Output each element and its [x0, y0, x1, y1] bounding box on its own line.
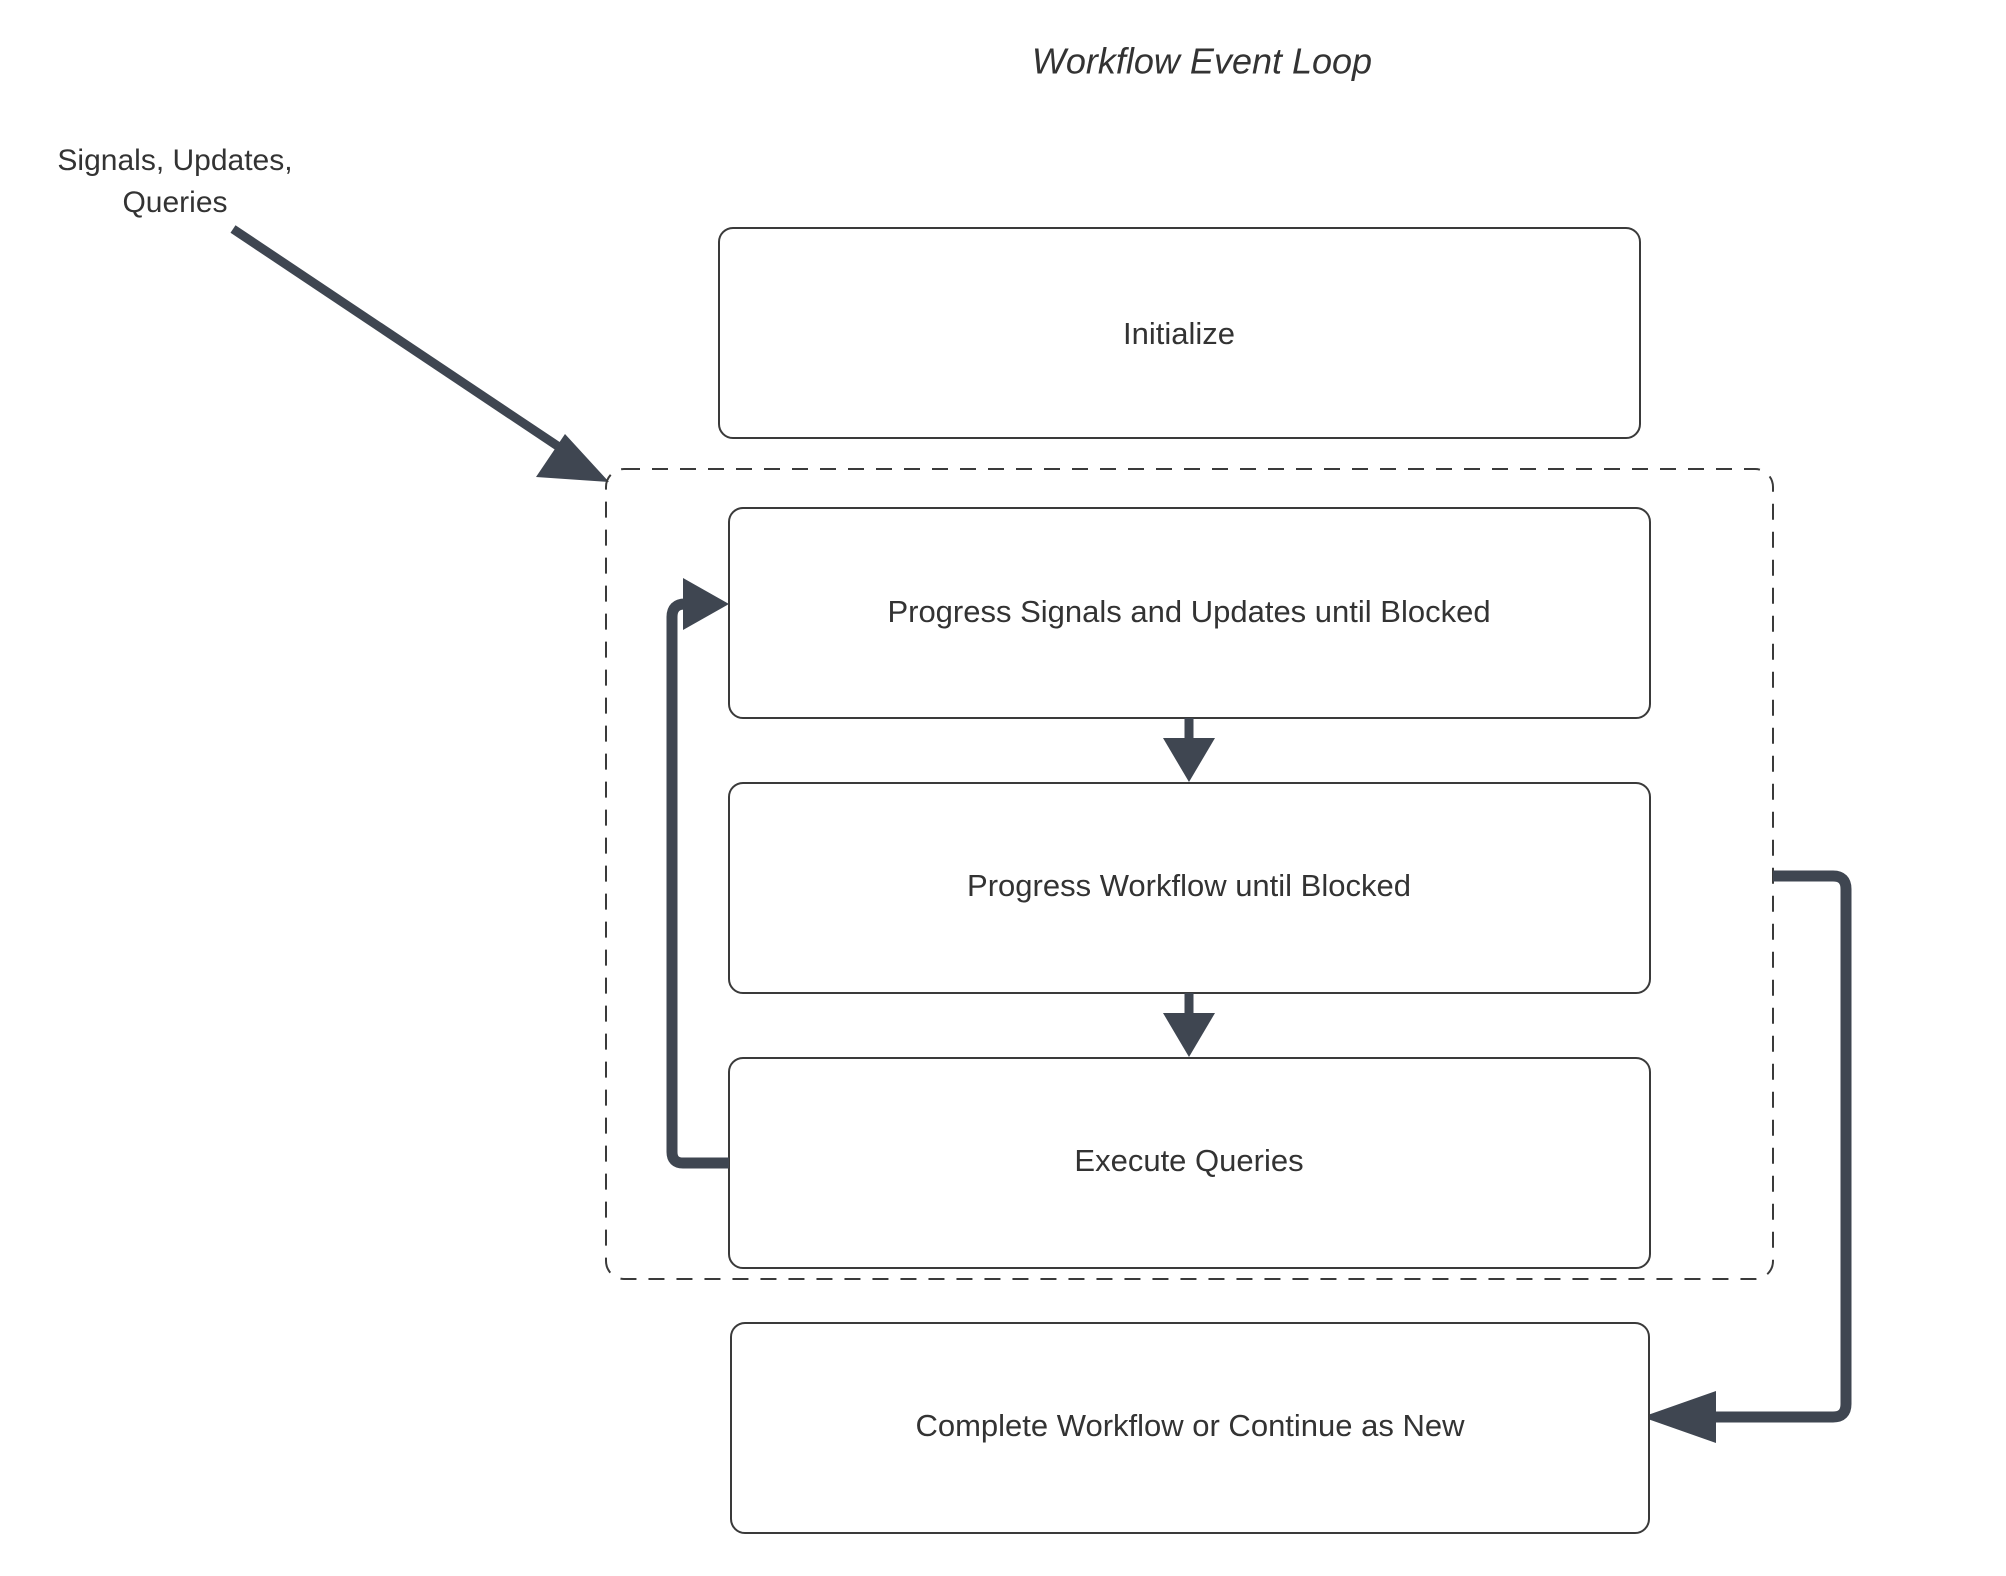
- node-progress-workflow[interactable]: Progress Workflow until Blocked: [728, 782, 1651, 994]
- edge-inbound-signals: [230, 225, 609, 482]
- inbound-edge-label-line2: Queries: [122, 186, 227, 219]
- node-execute-queries[interactable]: Execute Queries: [728, 1057, 1651, 1269]
- edge-queries-loop-back: [666, 578, 729, 1169]
- edge-workflow-to-queries: [1163, 993, 1215, 1057]
- node-progress-signals-label: Progress Signals and Updates until Block…: [887, 594, 1490, 629]
- node-progress-workflow-label: Progress Workflow until Blocked: [967, 868, 1411, 903]
- inbound-edge-label-line1: Signals, Updates,: [57, 144, 292, 177]
- edge-group-to-complete: [1642, 870, 1852, 1443]
- node-initialize[interactable]: Initialize: [718, 227, 1641, 439]
- inbound-arrow-head: [536, 434, 609, 482]
- node-complete-workflow-shape: [730, 1322, 1650, 1534]
- loop-back-line: [666, 598, 729, 1169]
- return-edge-arrow-head: [1642, 1391, 1716, 1443]
- node-execute-queries-label: Execute Queries: [1074, 1143, 1303, 1178]
- node-progress-signals[interactable]: Progress Signals and Updates until Block…: [728, 507, 1651, 719]
- node-initialize-label: Initialize: [1123, 316, 1235, 351]
- page-title: Workflow Event Loop: [1032, 41, 1372, 82]
- workflow-to-queries-arrow-head: [1163, 1013, 1215, 1057]
- signals-to-workflow-arrow-head: [1163, 738, 1215, 782]
- node-initialize-shape: [718, 227, 1641, 439]
- edge-signals-to-workflow: [1163, 718, 1215, 782]
- inbound-arrow-line: [230, 225, 586, 467]
- return-edge-line: [1714, 870, 1852, 1423]
- node-complete-workflow-label: Complete Workflow or Continue as New: [915, 1408, 1465, 1443]
- node-complete-workflow[interactable]: Complete Workflow or Continue as New: [730, 1322, 1650, 1534]
- loop-back-arrow-head: [683, 578, 729, 630]
